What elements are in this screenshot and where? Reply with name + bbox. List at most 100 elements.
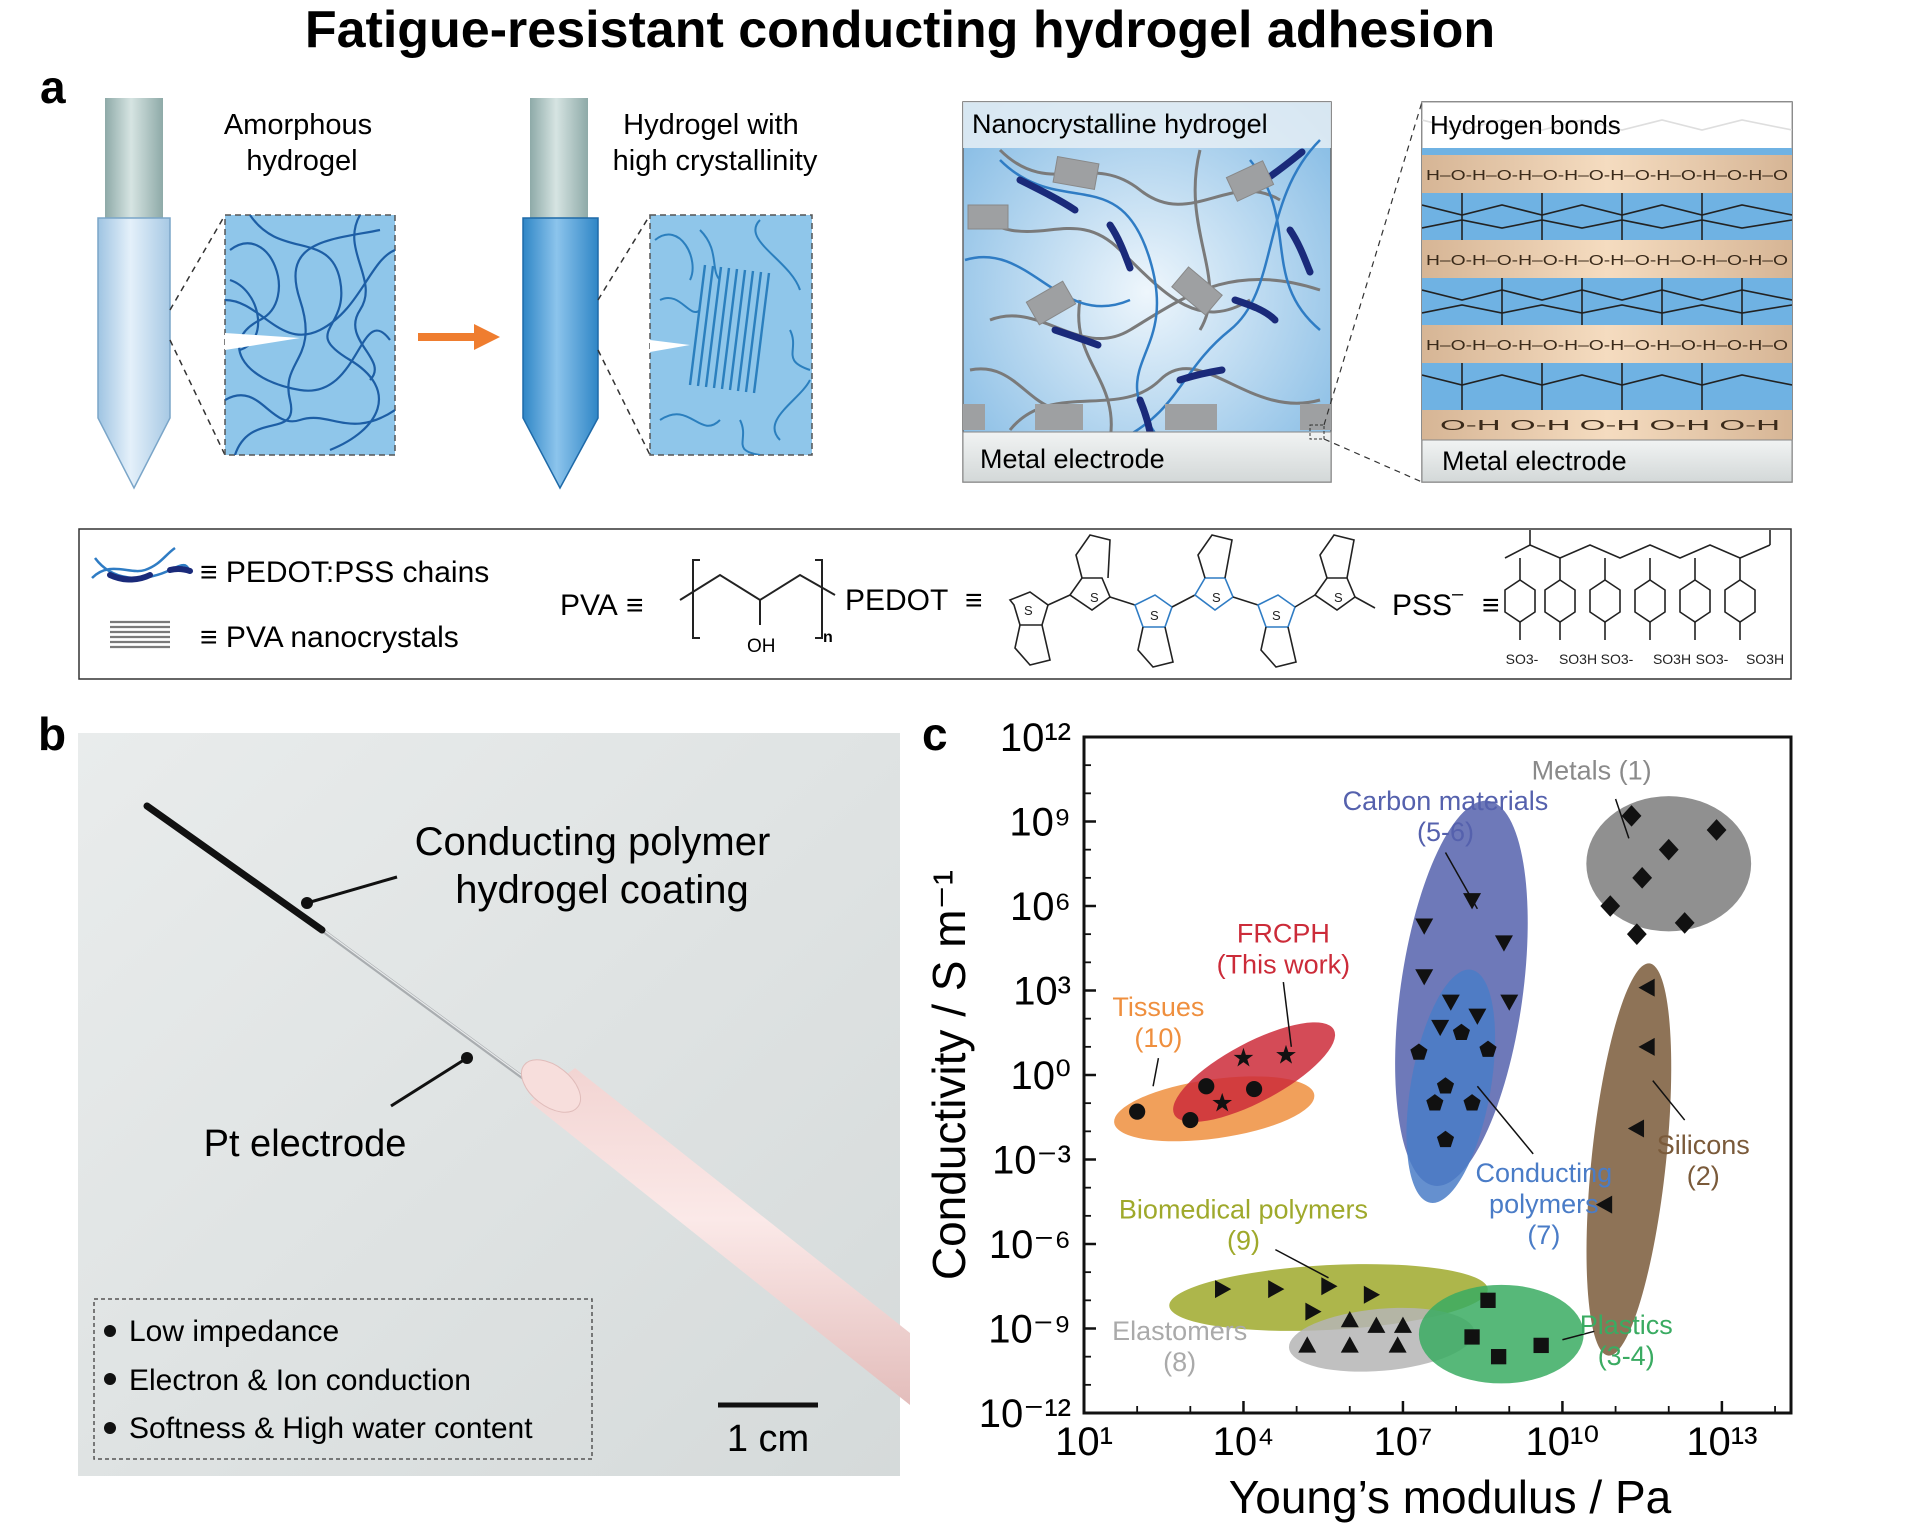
group-label-5: Silicons(2) — [1657, 1130, 1750, 1191]
data-point-3-0 — [1638, 978, 1655, 997]
data-point-6-3 — [1363, 1285, 1381, 1304]
nanocrystalline-box: Nanocrystalline hydrogel Metal electrode — [962, 101, 1332, 483]
pedot-pss-chain-icon — [91, 546, 193, 583]
data-point-5-2 — [1276, 1044, 1296, 1064]
feature-3: Softness & High water content — [129, 1412, 533, 1445]
group-ellipse-5 — [1173, 1022, 1336, 1123]
leader-line-3 — [1152, 1057, 1160, 1087]
pva-n: n — [823, 629, 833, 646]
pva-nanocrystal-icon — [110, 620, 170, 649]
y-tick-label-3: 10³ — [1013, 970, 1071, 1014]
pt-electrode-label: Pt electrode — [204, 1123, 407, 1165]
data-point-6-2 — [1321, 1277, 1338, 1296]
y-tick-label-6: 10⁻⁶ — [989, 1223, 1071, 1267]
data-point-2-3 — [1436, 1077, 1455, 1094]
feature-2: Electron & Ion conduction — [129, 1364, 471, 1397]
data-point-8-1 — [1464, 1329, 1480, 1345]
chart-group-labels: Metals (1)Carbon materials(5-6)FRCPH(Thi… — [1112, 755, 1750, 1377]
feature-list-box: Low impedance Electron & Ion conduction … — [93, 1298, 593, 1460]
data-point-7-4 — [1340, 1336, 1359, 1353]
data-point-1-0 — [1415, 918, 1434, 935]
amorphous-label: Amorphous hydrogel — [224, 109, 380, 177]
group-ellipse-8 — [1418, 1284, 1584, 1384]
leader-line-6 — [1275, 1248, 1329, 1279]
panel-a-letter: a — [40, 61, 66, 113]
data-point-8-2 — [1490, 1349, 1507, 1365]
group-label-6: Biomedical polymers(9) — [1119, 1195, 1368, 1256]
y-tick-label-1: 10⁹ — [1009, 801, 1071, 845]
electrode-illustration — [143, 802, 910, 1405]
data-point-0-4 — [1626, 923, 1647, 945]
data-point-7-5 — [1388, 1336, 1407, 1353]
y-tick-label-8: 10⁻¹² — [979, 1392, 1071, 1436]
pss-label: PSS — [1392, 589, 1452, 622]
thiophene-s-4: S — [1212, 590, 1221, 605]
data-point-6-1 — [1268, 1280, 1285, 1299]
feature-1: Low impedance — [129, 1315, 339, 1348]
data-point-1-4 — [1441, 994, 1460, 1011]
sulfonate-3: SO3- — [1601, 651, 1634, 667]
hbond-row-1: H–O-H–O-H–O-H–O-H–O-H–O-H–O-H–O — [1426, 167, 1788, 184]
hbond-row-4: O-H O-H O-H O-H O-H — [1440, 417, 1780, 434]
pedot-structure — [1008, 534, 1376, 668]
pva-structure — [679, 559, 836, 639]
x-tick-label-3: 10¹⁰ — [1525, 1420, 1599, 1464]
electrode-label-right: Metal electrode — [1442, 446, 1627, 476]
x-tick-label-0: 10¹ — [1055, 1420, 1113, 1464]
x-tick-label-2: 10⁷ — [1373, 1420, 1432, 1464]
crystalline-probe — [522, 98, 599, 490]
leader-line-5 — [1652, 1080, 1686, 1121]
legend-chains-label: ≡ PEDOT:PSS chains — [200, 556, 489, 589]
data-point-6-4 — [1305, 1302, 1322, 1321]
pedot-equiv: ≡ — [965, 584, 983, 617]
data-point-2-5 — [1426, 1094, 1444, 1111]
panel-b: b Conducting polymer hydrogel coating Pt… — [38, 708, 910, 1476]
leader-line-0 — [1614, 798, 1630, 839]
data-point-4-1 — [1182, 1111, 1199, 1129]
amorphous-network-box — [224, 214, 396, 456]
data-point-1-7 — [1500, 994, 1519, 1011]
chart-points — [1129, 805, 1727, 1365]
electrode-label-left: Metal electrode — [980, 444, 1165, 474]
data-point-0-6 — [1706, 819, 1727, 841]
data-point-7-3 — [1298, 1336, 1317, 1353]
scale-bar-label: 1 cm — [727, 1418, 809, 1460]
data-point-4-3 — [1246, 1080, 1263, 1098]
leader-line-2 — [1282, 981, 1293, 1047]
legend-nanocrystals-label: ≡ PVA nanocrystals — [200, 621, 459, 654]
pss-equiv: ≡ — [1482, 589, 1500, 622]
sulfonate-5: SO3- — [1696, 651, 1729, 667]
leader-line-7 — [1562, 1330, 1595, 1341]
sulfonate-1: SO3- — [1506, 651, 1539, 667]
thiophene-s-3: S — [1150, 608, 1159, 623]
data-point-1-3 — [1415, 969, 1434, 986]
group-label-2: FRCPH(This work) — [1217, 919, 1351, 980]
group-ellipse-3 — [1586, 963, 1672, 1356]
data-point-0-5 — [1674, 912, 1695, 934]
data-point-0-3 — [1600, 895, 1621, 917]
data-point-3-2 — [1627, 1119, 1645, 1138]
panel-b-letter: b — [38, 708, 66, 760]
pva-equiv: ≡ — [626, 589, 644, 622]
data-point-1-5 — [1468, 1008, 1487, 1025]
data-point-7-2 — [1393, 1316, 1412, 1333]
hbond-row-3: H–O-H–O-H–O-H–O-H–O-H–O-H–O-H–O — [1426, 337, 1788, 354]
group-label-8: Plastics(3-4) — [1580, 1310, 1673, 1371]
group-label-0: Metals (1) — [1532, 755, 1652, 785]
data-point-2-1 — [1452, 1023, 1470, 1041]
crystalline-network-box — [649, 214, 813, 456]
interface-nanocrystals — [963, 404, 1331, 430]
y-tick-label-2: 10⁶ — [1010, 885, 1071, 929]
sulfonate-6: SO3H — [1746, 651, 1784, 667]
data-point-1-1 — [1463, 893, 1482, 910]
data-point-3-1 — [1638, 1037, 1655, 1056]
group-label-3: Tissues(10) — [1112, 992, 1204, 1053]
data-point-6-0 — [1215, 1280, 1232, 1299]
pva-oh: OH — [747, 636, 776, 657]
data-point-2-2 — [1479, 1040, 1497, 1057]
legend-box: ≡ PEDOT:PSS chains ≡ PVA nanocrystals PV… — [78, 528, 1792, 680]
pss-structure — [1504, 530, 1771, 640]
